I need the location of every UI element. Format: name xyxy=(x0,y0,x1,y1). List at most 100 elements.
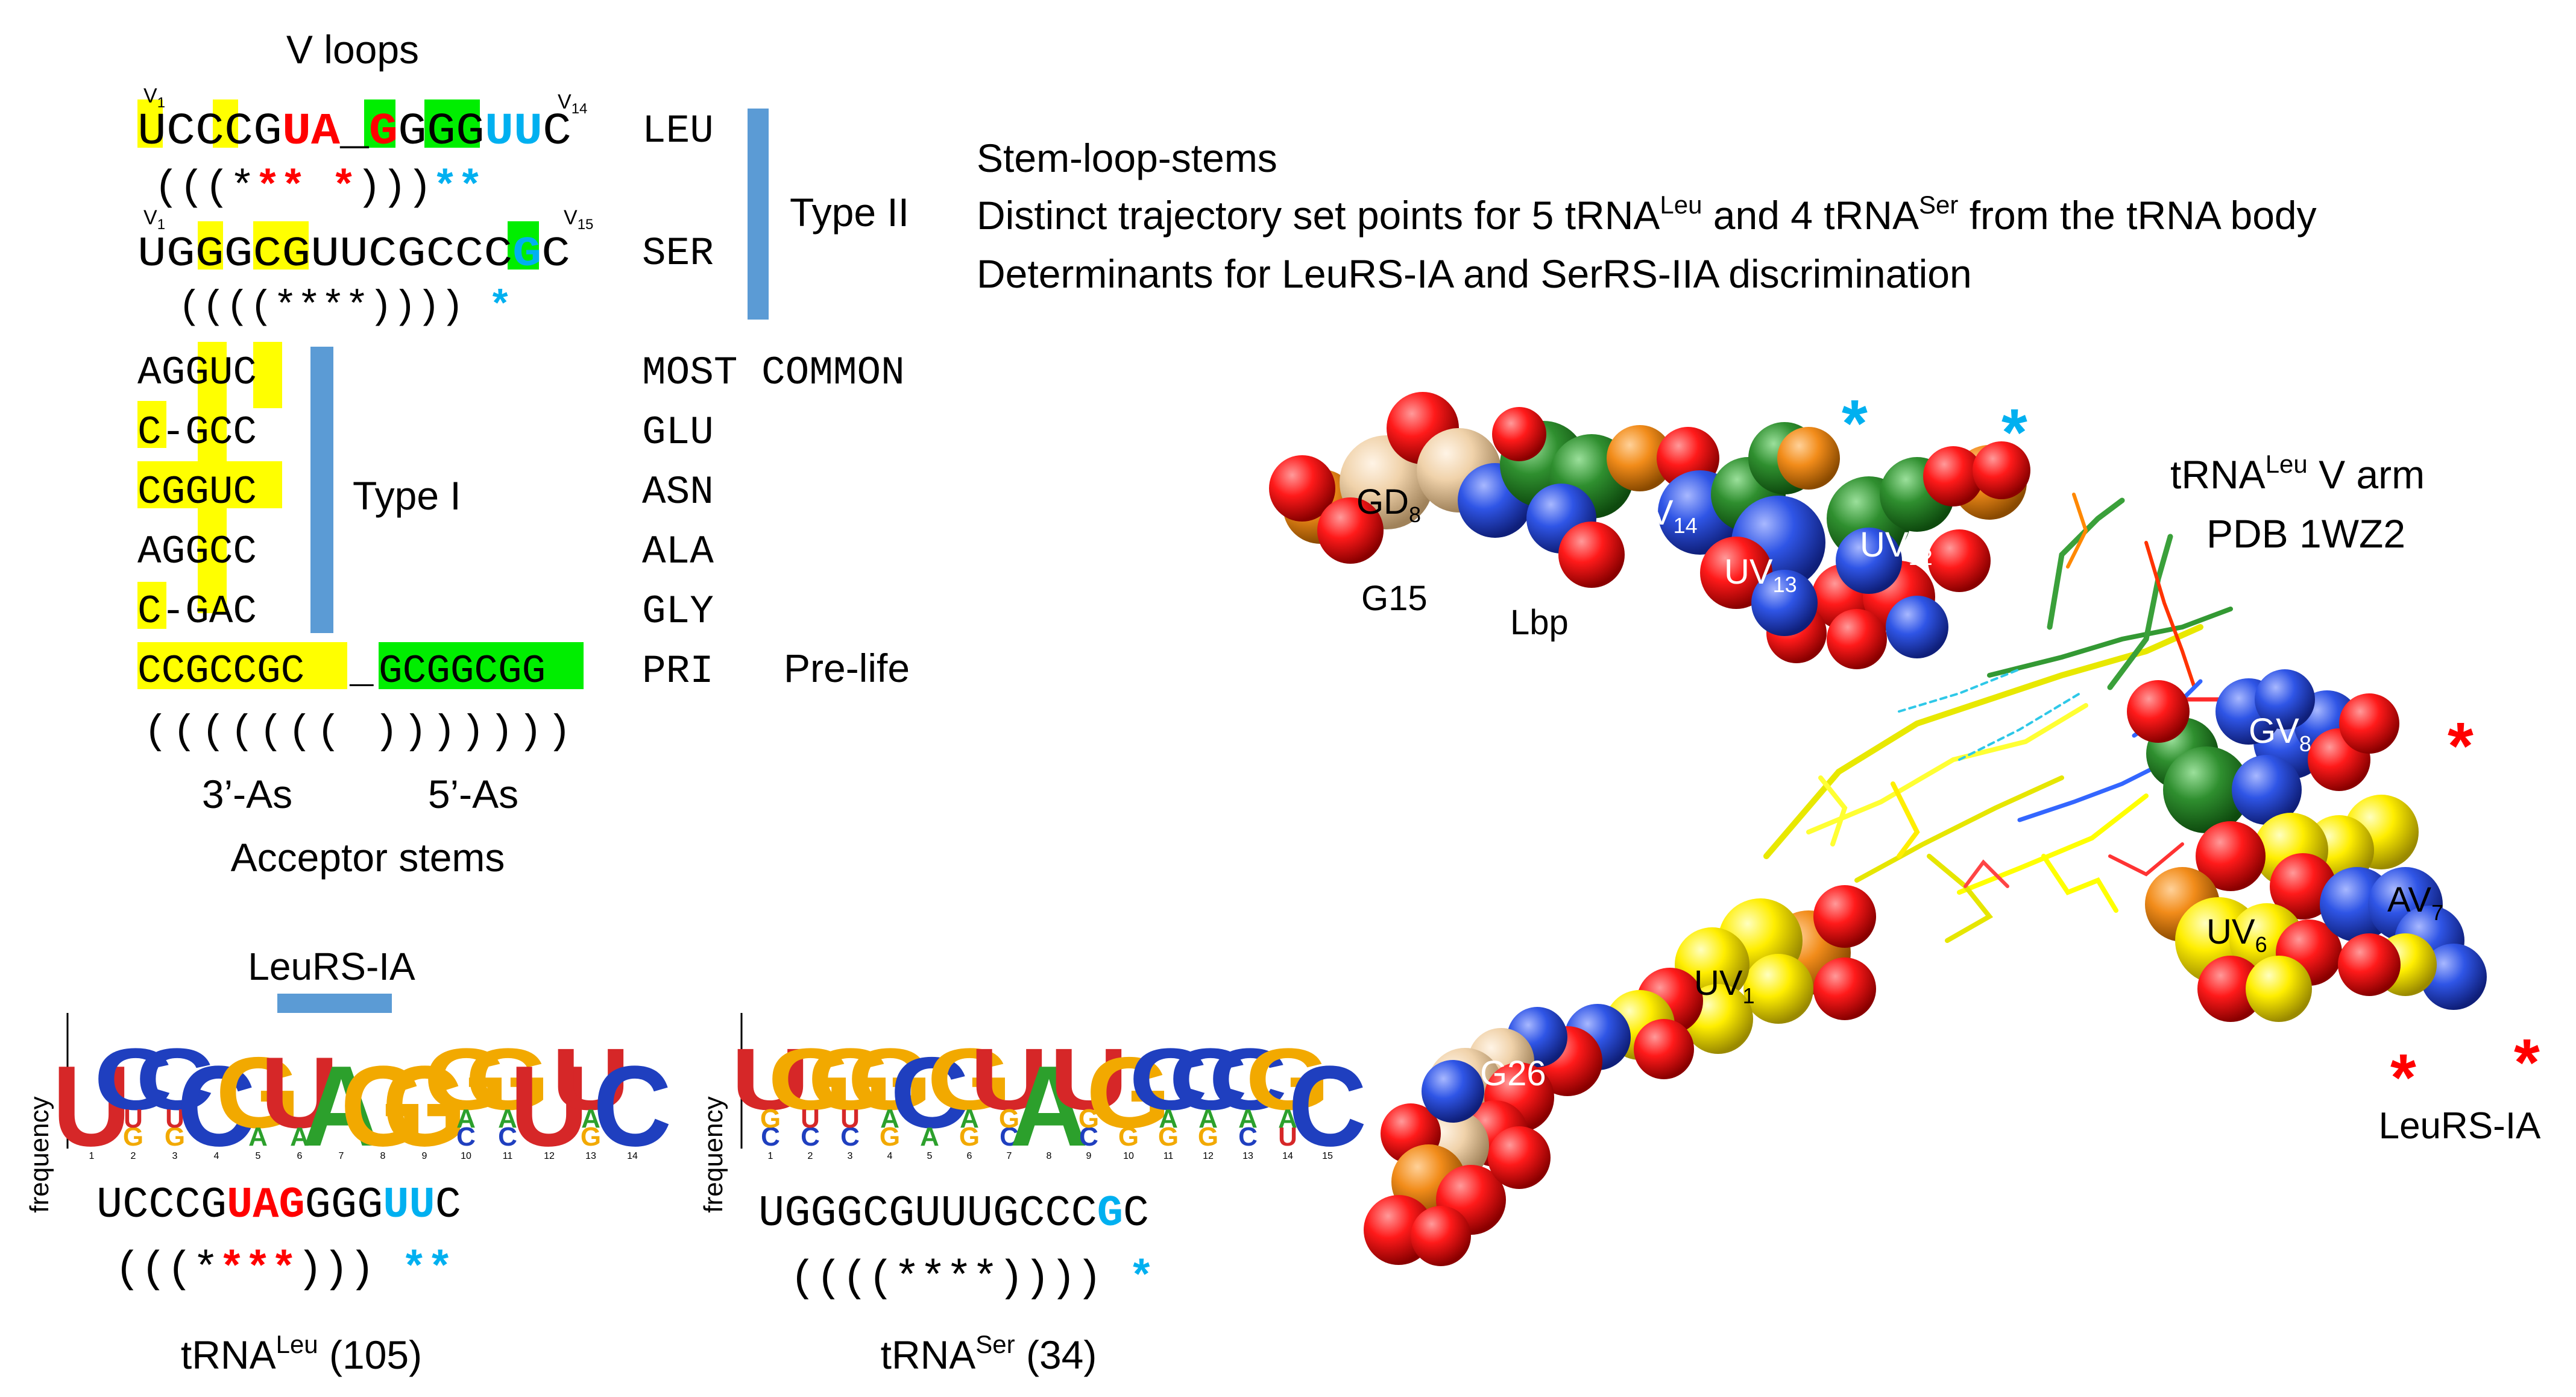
logo-tick: 3 xyxy=(172,1151,178,1161)
logo-letter: C xyxy=(1209,1030,1287,1128)
logo-tick: 6 xyxy=(297,1151,303,1161)
note-stem-loop: Stem-loop-stems xyxy=(977,136,1277,180)
ser-structure: ((((****)))) * xyxy=(178,285,512,330)
logo-small-letter: C xyxy=(840,1122,860,1152)
logo-small-letter: U xyxy=(840,1104,860,1134)
logo-small-letter: U xyxy=(1278,1122,1297,1152)
acceptor-stems-panel: AGGUC C-GCC CGGUC AGGCC C-GAC CCGCCGC _ … xyxy=(137,342,910,880)
note-trajectory: Distinct trajectory set points for 5 tRN… xyxy=(977,191,2317,238)
logo-tick: 13 xyxy=(1242,1151,1253,1161)
logo-small-letter: A xyxy=(1278,1104,1297,1134)
leu-highlight xyxy=(364,99,395,148)
label-5as: 5’-As xyxy=(428,772,518,816)
pri-left: CCGCCGC xyxy=(137,649,304,694)
asterisk-red: * xyxy=(2448,709,2474,783)
ser-highlight xyxy=(198,221,223,270)
logo-tick: 12 xyxy=(1203,1151,1214,1161)
logo-tick: 15 xyxy=(1322,1151,1333,1161)
logo-letter: U xyxy=(260,1036,339,1149)
leurs-bar-label: LeuRS-IA xyxy=(248,945,415,988)
logo-letter: G xyxy=(808,1030,892,1128)
logo-letter: U xyxy=(552,1030,630,1128)
logo-small-letter: C xyxy=(1079,1122,1098,1152)
logo-letter: U xyxy=(970,1030,1048,1128)
acceptor-seq: AGGUC xyxy=(137,350,257,396)
pri-gap: _ xyxy=(349,649,374,694)
logo-tick: 4 xyxy=(214,1151,219,1161)
structure-pdb: PDB 1WZ2 xyxy=(2206,511,2405,556)
logo-tick: 2 xyxy=(808,1151,813,1161)
logo-letter: G xyxy=(465,1030,550,1128)
logo-small-letter: A xyxy=(960,1104,979,1134)
logo-letter: G xyxy=(424,1030,508,1128)
logo-small-letter: A xyxy=(248,1122,268,1152)
logo-tick: 14 xyxy=(627,1151,638,1161)
logo-small-letter: C xyxy=(1238,1122,1258,1152)
logo-small-letter: C xyxy=(456,1122,476,1152)
logo-tick: 10 xyxy=(461,1151,471,1161)
acceptor-caption: Acceptor stems xyxy=(231,835,505,880)
logo-tick: 8 xyxy=(1047,1151,1052,1161)
logo-letter: G xyxy=(216,1036,300,1149)
ser-logo-seq: UGGGCGUUUGCCCGC xyxy=(758,1189,1149,1238)
acceptor-brackets: ((((((( ))))))) xyxy=(143,709,572,755)
acceptor-highlight xyxy=(253,342,282,408)
logo-tick: 11 xyxy=(1164,1151,1174,1161)
logo-letter: G xyxy=(1245,1030,1330,1128)
stick-model xyxy=(1763,493,2257,943)
logo-small-letter: G xyxy=(581,1122,601,1152)
logo-small-letter: U xyxy=(165,1104,184,1134)
logo-tick: 9 xyxy=(422,1151,427,1161)
logo-letter: C xyxy=(593,1042,672,1170)
logo-tick: 5 xyxy=(256,1151,261,1161)
logo-small-letter: G xyxy=(1118,1122,1139,1152)
ser-logo-letters: UCG1GCU2GCU3GGA4CA5GGA6UCG7A8UCG9GG10CGA… xyxy=(731,1030,1367,1170)
logo-tick: 8 xyxy=(380,1151,386,1161)
structure-leurs-label: LeuRS-IA xyxy=(2379,1105,2541,1147)
logo-letter: U xyxy=(731,1030,810,1128)
logo-letter: G xyxy=(382,1042,467,1170)
logo-letter: C xyxy=(1129,1030,1208,1128)
label-3as: 3’-As xyxy=(202,772,292,816)
atom-labels: GD8 CV14 UV12 UV13 G15 Lbp GV8 AV7 UV6 U… xyxy=(1356,482,2443,1093)
logo-tick: 1 xyxy=(89,1151,95,1161)
logo-small-letter: A xyxy=(498,1104,517,1134)
asterisk-cyan: * xyxy=(1842,386,1868,461)
logo-small-letter: A xyxy=(1159,1104,1178,1134)
v15-label: V15 xyxy=(564,206,593,233)
logo-small-letter: G xyxy=(165,1122,185,1152)
v1-label: V1 xyxy=(143,84,165,111)
pri-label: PRI xyxy=(642,649,714,694)
logo-letter: G xyxy=(848,1030,932,1128)
logo-letter: C xyxy=(136,1030,214,1128)
leu-label: LEU xyxy=(642,109,714,154)
logo-tick: 13 xyxy=(585,1151,596,1161)
logo-tick: 11 xyxy=(503,1151,513,1161)
type2-bar xyxy=(748,109,769,320)
leu-logo-struct: (((****))) ** xyxy=(115,1245,453,1295)
logo-tick: 7 xyxy=(1007,1151,1012,1161)
logo-tick: 7 xyxy=(339,1151,344,1161)
logo-small-letter: G xyxy=(760,1104,781,1134)
pri-green xyxy=(379,642,584,689)
logo-tick: 6 xyxy=(967,1151,972,1161)
leu-structure: (((*** *)))** xyxy=(154,165,483,212)
label-uv12: UV12 xyxy=(1860,525,1933,570)
logo-letter: C xyxy=(177,1042,256,1170)
asterisk-cyan: * xyxy=(2001,396,2027,470)
pri-yellow xyxy=(137,642,347,689)
logo-small-letter: C xyxy=(1000,1122,1019,1152)
acceptor-label: ALA xyxy=(642,529,714,575)
logo-small-letter: G xyxy=(959,1122,980,1152)
logo-tick: 3 xyxy=(848,1151,853,1161)
logo-small-letter: G xyxy=(1198,1122,1218,1152)
type1-label: Type I xyxy=(353,473,461,518)
logo-tick: 10 xyxy=(1123,1151,1134,1161)
ser-logo-panel: frequency UCG1GCU2GCU3GGA4CA5GGA6UCG7A8U… xyxy=(699,1013,1367,1377)
logo-tick: 4 xyxy=(887,1151,893,1161)
